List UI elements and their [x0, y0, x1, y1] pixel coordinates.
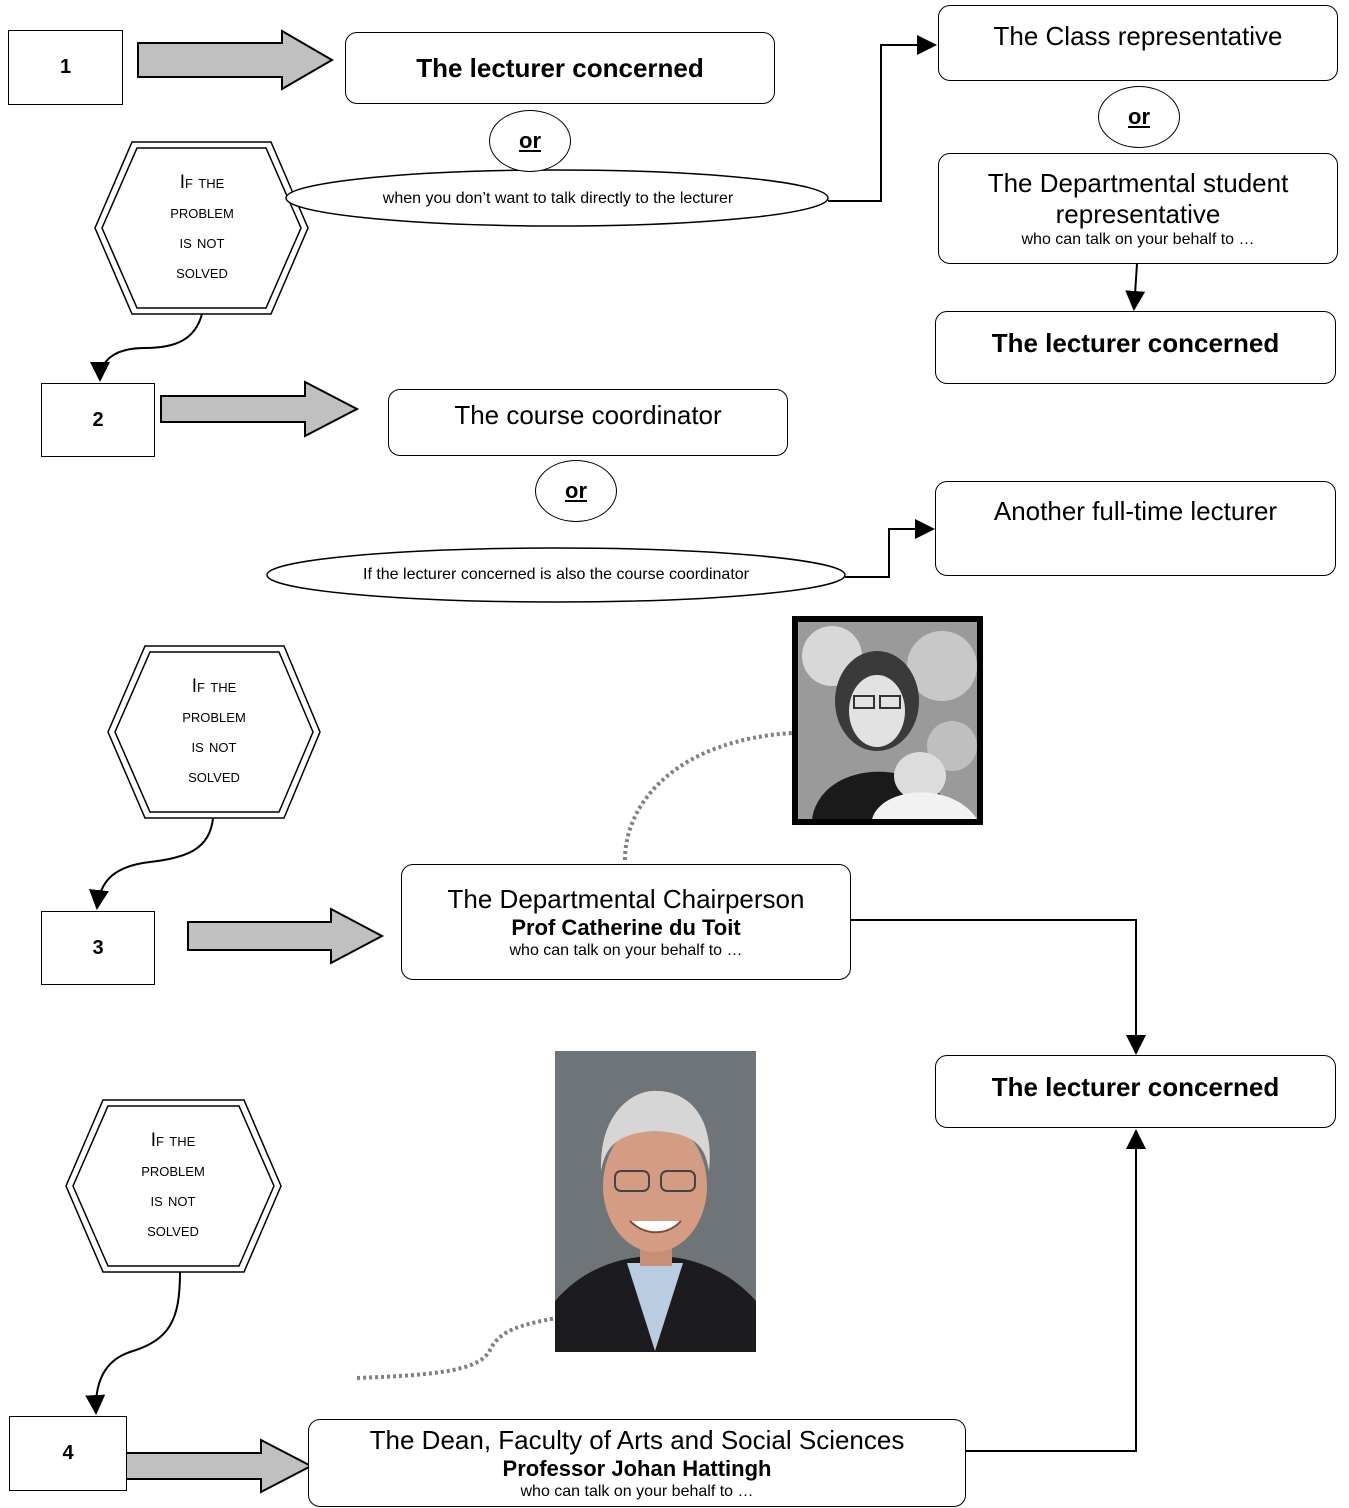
oval-note-1-text: when you don’t want to talk directly to … [382, 190, 734, 207]
course-coordinator-label: The course coordinator [454, 400, 722, 430]
oval-1-shape [285, 169, 829, 227]
curve-hex3-to-step4 [85, 1271, 181, 1415]
hex2-line1: If the [191, 676, 237, 697]
oval-2-shape [266, 547, 846, 603]
dean-photo [555, 1051, 756, 1352]
hex2-line2: problem [182, 706, 246, 727]
departmental-student-rep-box: The Departmental student representative … [938, 153, 1338, 264]
hexagon-3-label: If the problem is not solved [81, 1106, 265, 1266]
or-label-1: or [519, 128, 541, 153]
dean-sub: who can talk on your behalf to … [520, 1483, 754, 1500]
hex3-line2: problem [141, 1160, 205, 1181]
lecturer-concerned-label-1: The lecturer concerned [416, 52, 704, 83]
block-arrow-2 [160, 380, 360, 438]
dotted-leader-photo-2 [356, 1316, 557, 1380]
class-representative-label: The Class representative [993, 21, 1283, 51]
block-arrow-1 [137, 29, 334, 91]
step-2-label: 2 [92, 408, 104, 431]
departmental-chairperson-box: The Departmental Chairperson Prof Cather… [401, 864, 851, 980]
chairperson-title: The Departmental Chairperson [447, 884, 805, 914]
hexagon-1 [94, 141, 309, 315]
lecturer-concerned-box-1: The lecturer concerned [345, 32, 775, 104]
class-representative-box: The Class representative [938, 5, 1338, 81]
connector-rep-to-lecturer [1125, 263, 1146, 311]
connector-to-another-lecturer [845, 519, 935, 578]
chairperson-photo [792, 616, 983, 825]
connector-chair-to-lecturer [851, 919, 1146, 1055]
hexagon-2 [107, 645, 321, 819]
hex3-line1: If the [150, 1130, 196, 1151]
dean-box: The Dean, Faculty of Arts and Social Sci… [308, 1419, 966, 1507]
block-arrow-3 [187, 907, 385, 965]
hex3-line3: is not [150, 1190, 196, 1211]
lecturer-concerned-label-3: The lecturer concerned [991, 1072, 1280, 1102]
hexagon-2-label: If the problem is not solved [122, 652, 306, 812]
hex2-line4: solved [188, 766, 240, 787]
dept-rep-line-1: The Departmental student [987, 168, 1289, 198]
step-4-box: 4 [9, 1416, 127, 1491]
hex1-line1: If the [179, 172, 225, 193]
connector-to-class-rep [828, 35, 937, 202]
dotted-leader-photo-1 [623, 731, 793, 861]
or-label-2: or [1128, 104, 1150, 129]
hex2-line3: is not [191, 736, 237, 757]
chairperson-name: Prof Catherine du Toit [511, 915, 741, 940]
lecturer-concerned-box-2: The lecturer concerned [935, 311, 1336, 384]
curve-hex2-to-step3 [88, 817, 214, 910]
dept-rep-sub: who can talk on your behalf to … [1021, 231, 1255, 248]
step-4-label: 4 [62, 1442, 74, 1464]
course-coordinator-box: The course coordinator [388, 389, 788, 456]
or-circle-3: or [535, 460, 617, 522]
chairperson-sub: who can talk on your behalf to … [509, 942, 743, 959]
oval-note-2: If the lecturer concerned is also the co… [267, 548, 845, 602]
step-1-box: 1 [8, 30, 123, 105]
hex1-line2: problem [170, 202, 234, 223]
step-3-label: 3 [92, 936, 104, 959]
or-circle-2: or [1098, 86, 1180, 148]
hex1-line4: solved [176, 262, 228, 283]
oval-note-2-text: If the lecturer concerned is also the co… [363, 566, 749, 583]
lecturer-concerned-box-3: The lecturer concerned [935, 1055, 1336, 1128]
dean-photo-art [555, 1051, 756, 1352]
hex1-line3: is not [179, 232, 225, 253]
block-arrow-4 [120, 1438, 314, 1494]
another-lecturer-label: Another full-time lecturer [993, 496, 1278, 526]
dept-rep-line-2: representative [1055, 199, 1221, 229]
oval-note-1: when you don’t want to talk directly to … [290, 172, 826, 226]
dean-title: The Dean, Faculty of Arts and Social Sci… [369, 1425, 905, 1455]
or-circle-1: or [489, 110, 571, 172]
step-1-label: 1 [59, 56, 72, 78]
another-lecturer-box: Another full-time lecturer [935, 481, 1336, 576]
step-2-box: 2 [41, 383, 155, 457]
hexagon-1-label: If the problem is not solved [110, 148, 294, 308]
connector-dean-to-lecturer [966, 1129, 1146, 1452]
dean-name: Professor Johan Hattingh [502, 1456, 772, 1481]
lecturer-concerned-label-2: The lecturer concerned [991, 328, 1280, 358]
hexagon-3 [65, 1099, 282, 1273]
chairperson-photo-art [798, 622, 977, 819]
curve-hex1-to-step2 [90, 313, 203, 382]
step-3-box: 3 [41, 911, 155, 985]
or-label-3: or [565, 478, 587, 503]
hex3-line4: solved [147, 1220, 199, 1241]
